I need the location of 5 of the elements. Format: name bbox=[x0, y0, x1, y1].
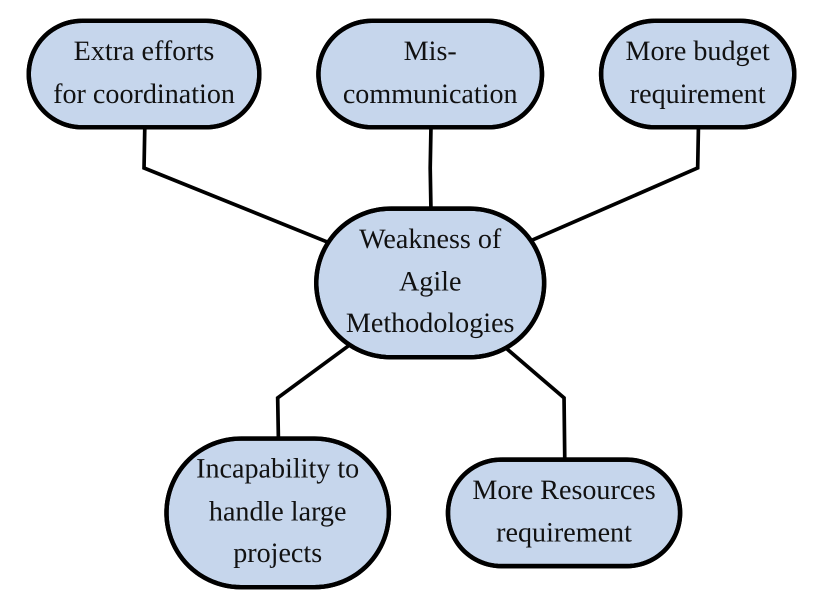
connector bbox=[142, 128, 330, 245]
connector bbox=[505, 347, 567, 460]
connector bbox=[428, 128, 433, 210]
connector bbox=[530, 128, 700, 242]
connector bbox=[276, 344, 351, 440]
